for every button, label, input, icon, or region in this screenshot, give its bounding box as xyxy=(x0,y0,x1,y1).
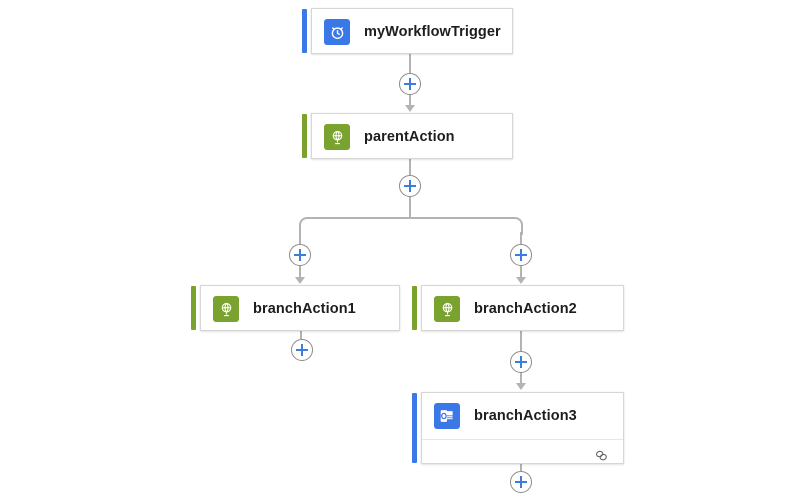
node-title: branchAction2 xyxy=(474,301,577,317)
node-accent-bar xyxy=(412,286,417,330)
node-card-parentaction[interactable]: parentAction xyxy=(302,113,513,160)
node-header: branchAction2 xyxy=(422,286,623,332)
connector-add-to-branchaction1 xyxy=(299,266,301,278)
node-accent-bar xyxy=(412,393,417,463)
connector-parentaction-to-add xyxy=(409,159,411,175)
add-step-button-after-branchaction1[interactable] xyxy=(291,339,313,361)
connector-add-to-fork xyxy=(409,197,411,219)
arrow-to-branchaction3 xyxy=(516,383,526,390)
connector-trigger-to-add xyxy=(409,54,411,73)
connector-add-to-parentaction xyxy=(409,95,411,106)
node-title: branchAction3 xyxy=(474,408,577,424)
node-card-branchaction2[interactable]: branchAction2 xyxy=(412,285,624,332)
arrow-to-branchaction1 xyxy=(295,277,305,284)
outlook-office365-icon xyxy=(434,403,460,429)
node-footer xyxy=(422,439,623,470)
add-step-button-after-trigger[interactable] xyxy=(399,73,421,95)
connector-branchaction1-to-add xyxy=(300,331,302,339)
add-step-button-branch-right[interactable] xyxy=(510,244,532,266)
node-card-branchaction3[interactable]: branchAction3 xyxy=(412,392,624,464)
node-header: branchAction3 xyxy=(422,393,623,439)
connector-add-to-branchaction2 xyxy=(520,266,522,278)
node-header: parentAction xyxy=(312,114,512,160)
connector-fork-corner-left xyxy=(299,217,412,235)
add-step-button-after-parentaction[interactable] xyxy=(399,175,421,197)
node-title: myWorkflowTrigger xyxy=(364,24,501,40)
globe-http-icon xyxy=(434,296,460,322)
globe-http-icon xyxy=(213,296,239,322)
node-title: parentAction xyxy=(364,129,455,145)
link-chain-icon[interactable] xyxy=(594,448,609,463)
arrow-to-branchaction2 xyxy=(516,277,526,284)
node-accent-bar xyxy=(302,114,307,158)
alarm-clock-icon xyxy=(324,19,350,45)
connector-add-to-branchaction3 xyxy=(520,373,522,384)
add-step-button-after-branchaction2[interactable] xyxy=(510,351,532,373)
node-card-branchaction1[interactable]: branchAction1 xyxy=(191,285,400,332)
node-accent-bar xyxy=(191,286,196,330)
node-card-myworkflowtrigger[interactable]: myWorkflowTrigger xyxy=(302,8,513,55)
globe-http-icon xyxy=(324,124,350,150)
node-title: branchAction1 xyxy=(253,301,356,317)
arrow-to-parentaction xyxy=(405,105,415,112)
connector-branchaction2-to-add xyxy=(520,331,522,351)
connector-fork-left-leg xyxy=(299,232,301,244)
node-accent-bar xyxy=(302,9,307,53)
connector-fork-right-leg xyxy=(520,232,522,244)
node-header: myWorkflowTrigger xyxy=(312,9,512,55)
connector-branchaction3-to-add xyxy=(520,464,522,471)
add-step-button-branch-left[interactable] xyxy=(289,244,311,266)
connector-fork-corner-right xyxy=(409,217,523,235)
node-header: branchAction1 xyxy=(201,286,399,332)
add-step-button-after-branchaction3[interactable] xyxy=(510,471,532,493)
